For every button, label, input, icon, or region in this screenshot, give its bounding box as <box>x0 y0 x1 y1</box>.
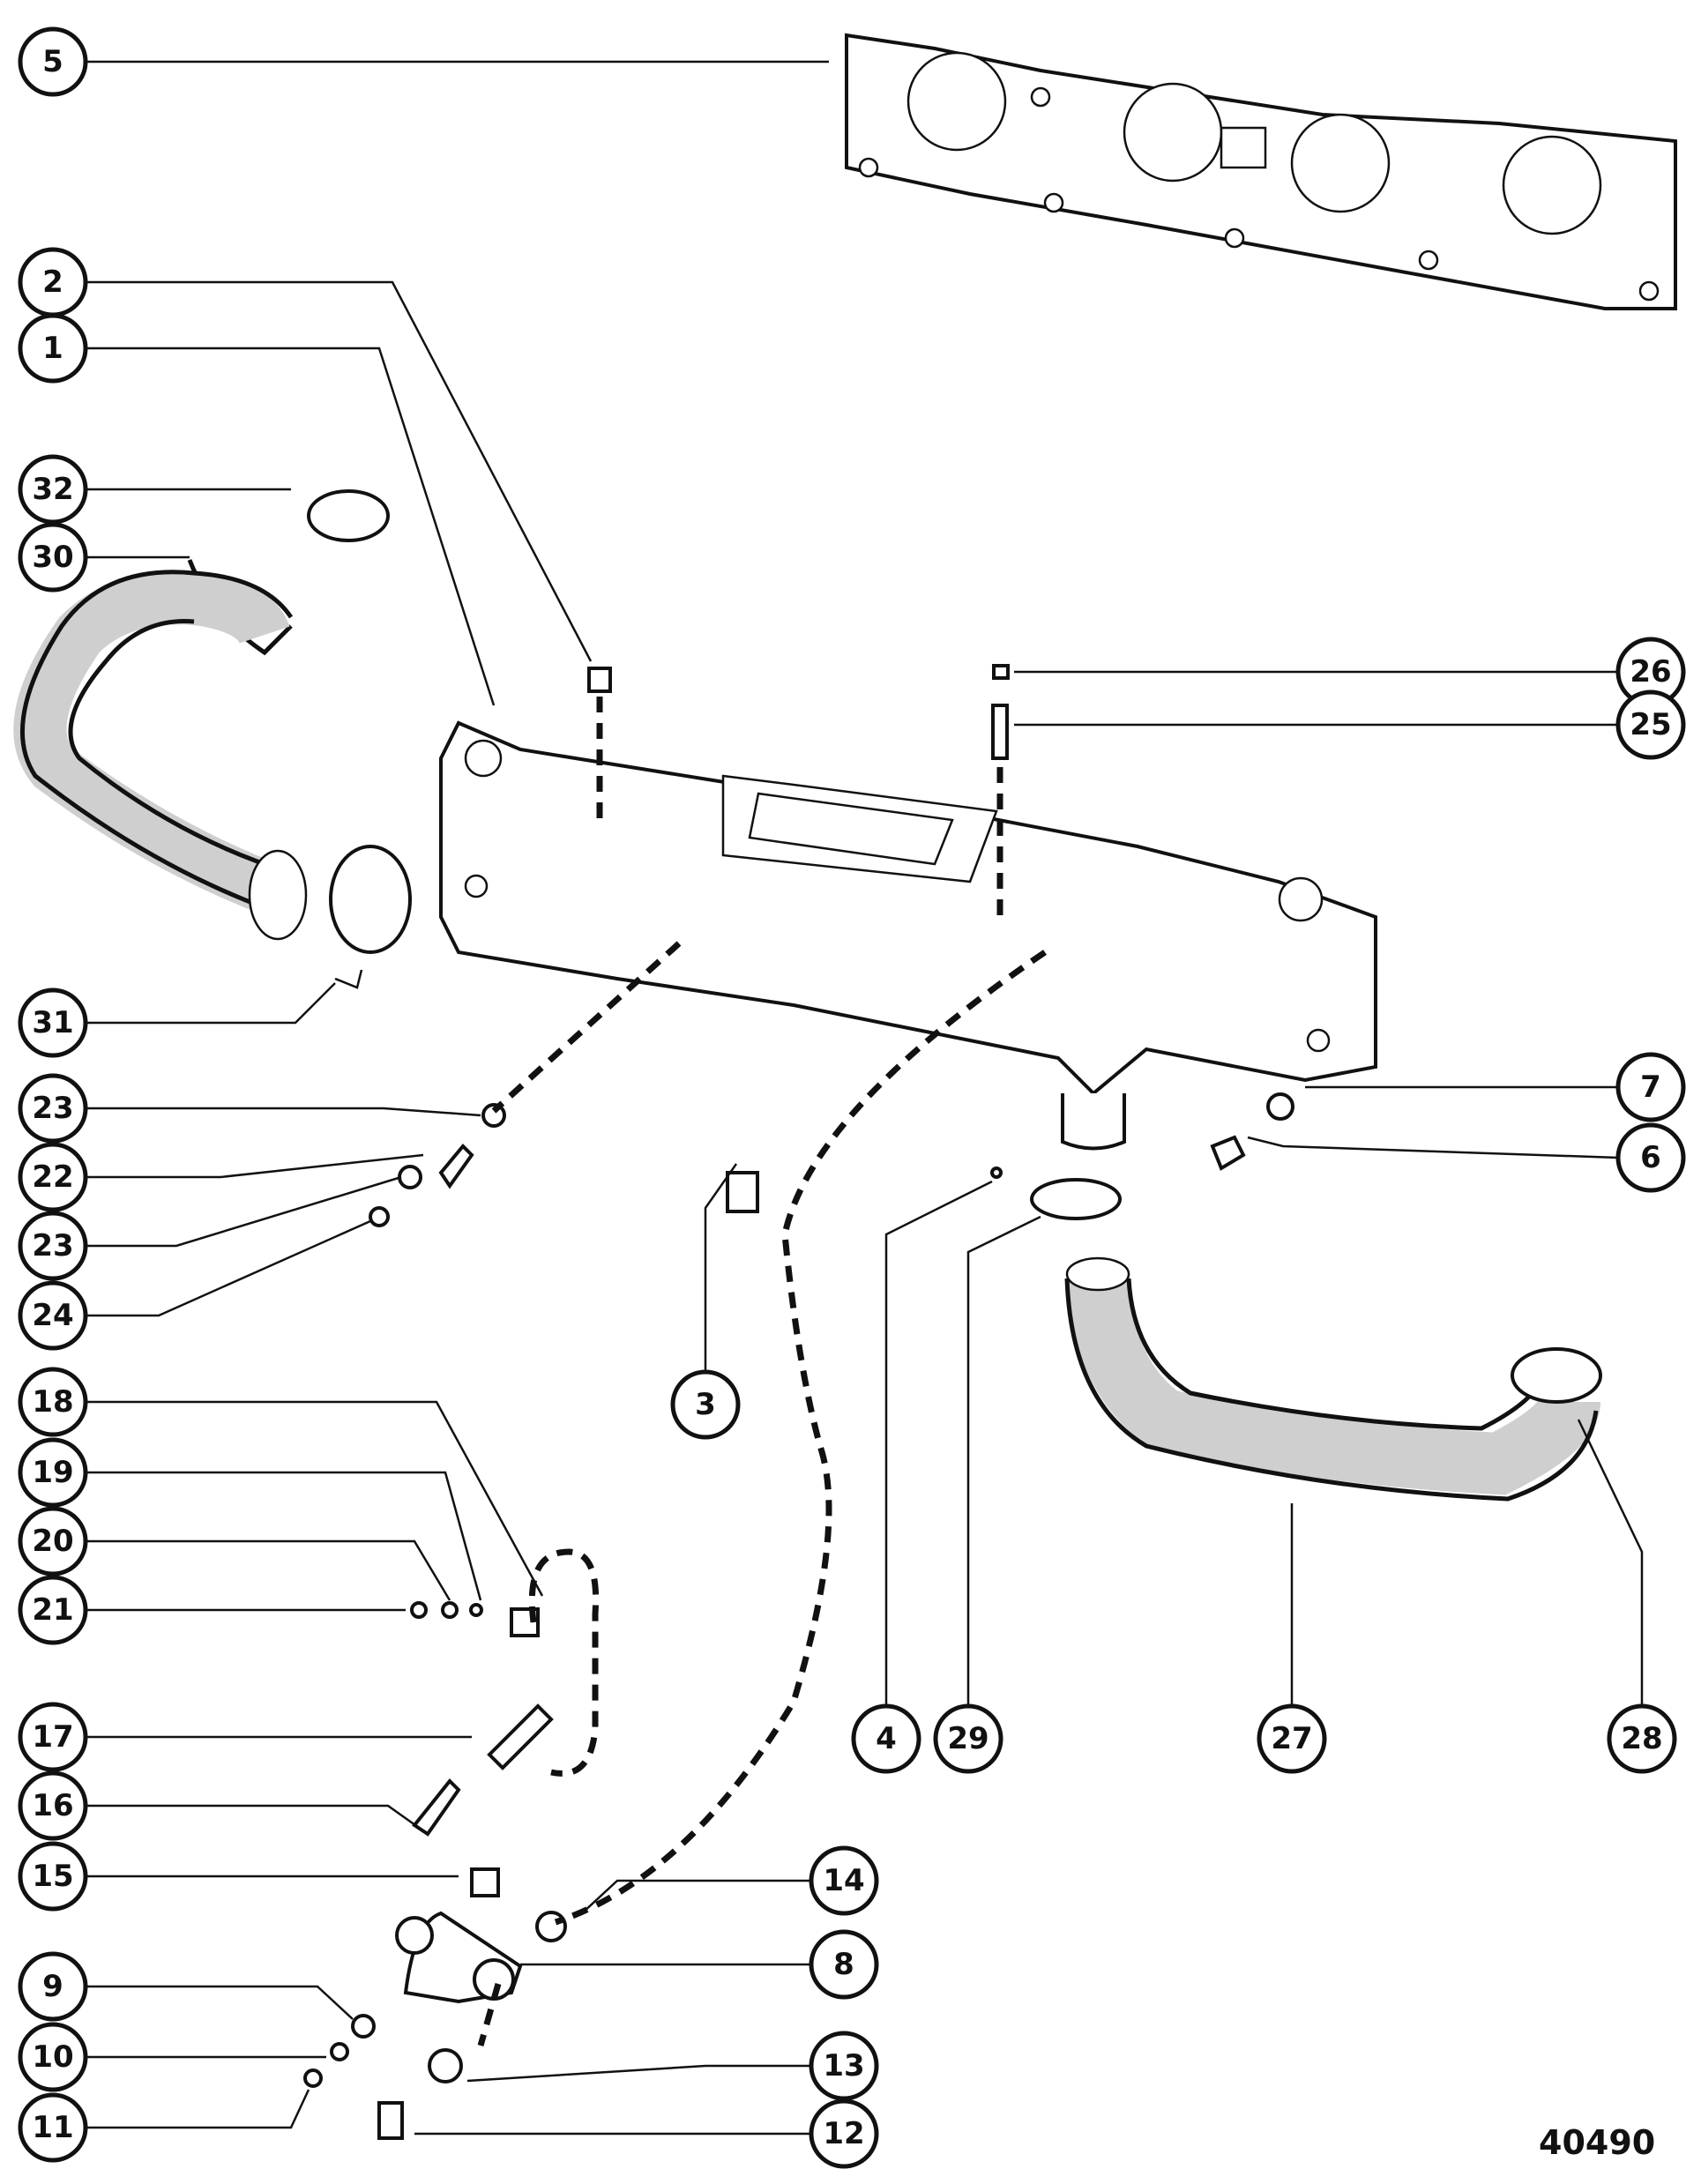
callout-4: 4 <box>851 1703 921 1774</box>
callout-13: 13 <box>809 2031 879 2101</box>
callout-27: 27 <box>1257 1703 1327 1774</box>
small-parts <box>303 664 1294 2140</box>
callout-28: 28 <box>1607 1703 1677 1774</box>
hose-clamp-part <box>307 489 412 989</box>
callout-label: 25 <box>1630 707 1671 742</box>
callout-label: 29 <box>947 1721 989 1756</box>
callout-15: 15 <box>18 1841 88 1912</box>
callout-label: 4 <box>876 1721 897 1756</box>
callout-31: 31 <box>18 988 88 1058</box>
callout-label: 21 <box>32 1592 73 1628</box>
callout-label: 15 <box>32 1859 73 1894</box>
callout-6: 6 <box>1615 1122 1686 1193</box>
callout-9: 9 <box>18 1951 88 2022</box>
callout-label: 1 <box>42 331 63 366</box>
callout-30: 30 <box>18 522 88 593</box>
callout-label: 24 <box>32 1298 73 1333</box>
figure-number: 40490 <box>1539 2123 1656 2162</box>
callout-7: 7 <box>1615 1052 1686 1122</box>
callout-23: 23 <box>18 1211 88 1281</box>
callout-21: 21 <box>18 1575 88 1645</box>
callout-label: 31 <box>32 1005 73 1040</box>
hose-clamp-part <box>1030 1178 1602 1404</box>
hose-upper-part <box>13 559 308 941</box>
callout-label: 18 <box>32 1384 73 1420</box>
callout-label: 27 <box>1271 1721 1312 1756</box>
callout-2: 2 <box>18 247 88 317</box>
callout-label: 23 <box>32 1091 73 1126</box>
callout-5: 5 <box>18 26 88 97</box>
callout-label: 7 <box>1640 1070 1661 1105</box>
callout-label: 19 <box>32 1455 73 1490</box>
callout-label: 3 <box>695 1387 716 1422</box>
callout-25: 25 <box>1615 689 1686 760</box>
callout-3: 3 <box>670 1369 741 1440</box>
callout-11: 11 <box>18 2092 88 2163</box>
callout-1: 1 <box>18 313 88 384</box>
callout-19: 19 <box>18 1437 88 1508</box>
callout-29: 29 <box>933 1703 1003 1774</box>
callout-label: 12 <box>823 2116 864 2151</box>
callout-14: 14 <box>809 1845 879 1916</box>
callout-label: 9 <box>42 1969 63 2004</box>
callout-label: 2 <box>42 265 63 300</box>
callout-label: 20 <box>32 1524 73 1559</box>
callout-23: 23 <box>18 1073 88 1144</box>
callout-label: 26 <box>1630 654 1671 689</box>
callout-label: 8 <box>833 1947 854 1982</box>
callout-32: 32 <box>18 454 88 525</box>
callout-label: 16 <box>32 1788 73 1823</box>
intake-manifold-part <box>439 720 1377 1151</box>
callout-8: 8 <box>809 1929 879 2000</box>
callout-18: 18 <box>18 1367 88 1437</box>
callout-label: 32 <box>32 472 73 507</box>
callout-12: 12 <box>809 2098 879 2169</box>
callout-label: 14 <box>823 1863 864 1898</box>
callout-label: 10 <box>32 2039 73 2075</box>
callout-10: 10 <box>18 2022 88 2092</box>
callout-label: 28 <box>1621 1721 1662 1756</box>
callout-24: 24 <box>18 1280 88 1351</box>
hose-lower-part <box>1064 1256 1600 1502</box>
callout-label: 22 <box>32 1159 73 1195</box>
callout-label: 30 <box>32 540 73 575</box>
callout-22: 22 <box>18 1142 88 1212</box>
callouts: 5 2 1 32 30 31 23 22 23 24 18 19 20 21 1… <box>18 26 1686 2169</box>
callout-label: 23 <box>32 1228 73 1263</box>
callout-label: 6 <box>1640 1140 1661 1175</box>
callout-label: 11 <box>32 2110 73 2145</box>
callout-label: 13 <box>823 2048 864 2083</box>
callout-17: 17 <box>18 1702 88 1772</box>
leader-lines <box>86 60 1644 2136</box>
callout-20: 20 <box>18 1506 88 1577</box>
assembly-guide-lines <box>477 697 1047 2046</box>
callout-16: 16 <box>18 1770 88 1841</box>
gasket-part <box>845 33 1677 310</box>
callout-label: 17 <box>32 1719 73 1755</box>
callout-label: 5 <box>42 44 63 79</box>
